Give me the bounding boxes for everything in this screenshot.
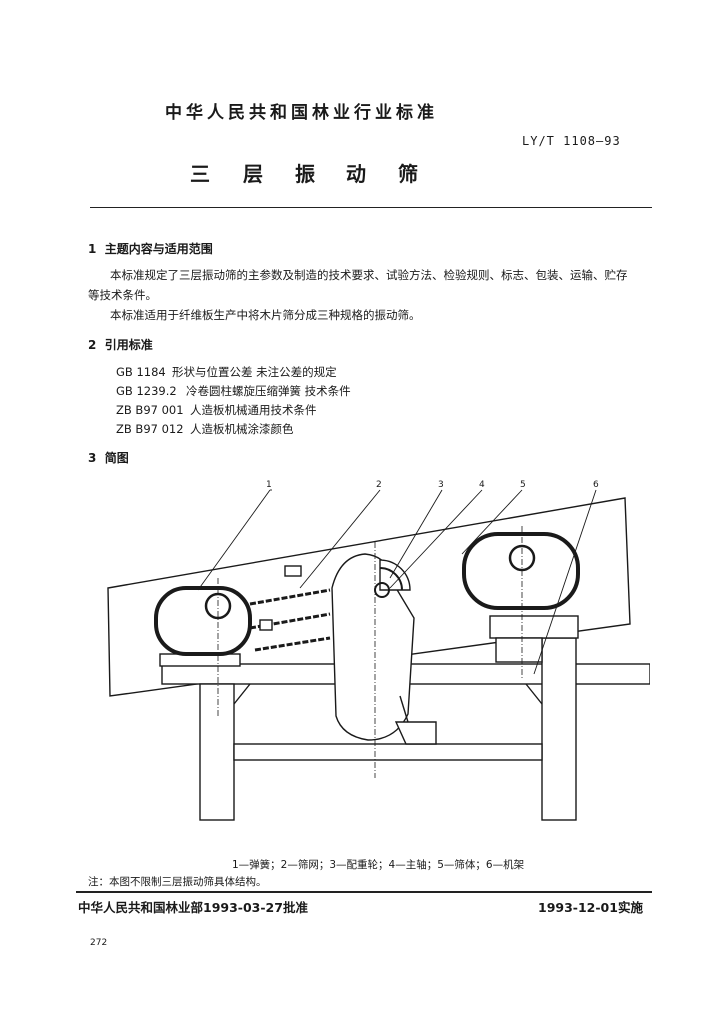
callout-label: 5 bbox=[520, 480, 526, 490]
frame-leg-right bbox=[541, 637, 577, 821]
reference-item: ZB B97 001 人造板机械通用技术条件 bbox=[116, 402, 317, 418]
callout-label: 4 bbox=[479, 480, 485, 490]
implementation-date: 1993-12-01实施 bbox=[538, 900, 643, 915]
callout-label: 2 bbox=[376, 480, 382, 490]
frame-brace bbox=[525, 683, 543, 705]
reference-item: ZB B97 012 人造板机械涂漆颜色 bbox=[116, 421, 294, 437]
bearing-link bbox=[399, 695, 409, 723]
title-char: 筛 bbox=[398, 162, 418, 186]
reference-name: 形状与位置公差 未注公差的规定 bbox=[172, 365, 337, 379]
deck-clamp bbox=[284, 565, 302, 577]
drive-housing bbox=[331, 553, 415, 741]
reference-item: GB 1239.2 冷卷圆柱螺旋压缩弹簧 技术条件 bbox=[116, 383, 351, 399]
reference-code: GB 1184 bbox=[116, 365, 166, 379]
section-number: 1 bbox=[88, 242, 97, 256]
reference-item: GB 1184 形状与位置公差 未注公差的规定 bbox=[116, 364, 337, 380]
footer-rule bbox=[76, 891, 652, 893]
leader-line bbox=[461, 489, 523, 555]
title-char: 动 bbox=[346, 162, 366, 186]
spring-support-right bbox=[495, 637, 543, 663]
section-title: 简图 bbox=[104, 451, 129, 465]
section-1-heading: 1 主题内容与适用范围 bbox=[88, 240, 213, 257]
frame-brace bbox=[233, 683, 251, 705]
spring-seat-right bbox=[489, 615, 579, 639]
paragraph: 本标准规定了三层振动筛的主参数及制造的技术要求、试验方法、检验规则、标志、包装、… bbox=[110, 268, 628, 282]
reference-name: 人造板机械通用技术条件 bbox=[190, 403, 317, 417]
section-3-heading: 3 简图 bbox=[88, 449, 129, 466]
standard-code: LY/T 1108—93 bbox=[522, 134, 621, 148]
title-char: 三 bbox=[190, 162, 210, 186]
figure-caption: 1—弹簧；2—筛网；3—配重轮；4—主轴；5—筛体；6—机架 bbox=[232, 859, 525, 871]
callout-label: 1 bbox=[266, 480, 272, 490]
spring-left bbox=[154, 586, 252, 656]
section-2-heading: 2 引用标准 bbox=[88, 336, 153, 353]
deck-clamp bbox=[259, 619, 273, 631]
header-rule bbox=[90, 207, 652, 208]
title-char: 振 bbox=[295, 162, 315, 186]
leader-line bbox=[299, 489, 381, 589]
section-title: 主题内容与适用范围 bbox=[104, 242, 213, 256]
reference-name: 冷卷圆柱螺旋压缩弹簧 技术条件 bbox=[186, 384, 351, 398]
standard-org-heading: 中华人民共和国林业行业标准 bbox=[165, 103, 438, 123]
callout-label: 6 bbox=[593, 480, 599, 490]
approval-line: 中华人民共和国林业部1993-03-27批准 bbox=[78, 900, 308, 915]
screen-body-outline bbox=[107, 497, 631, 697]
leader-line bbox=[197, 489, 271, 591]
paragraph: 等技术条件。 bbox=[88, 288, 157, 302]
page-number: 272 bbox=[90, 938, 108, 948]
section-number: 3 bbox=[88, 451, 97, 465]
bearing-block bbox=[394, 721, 437, 745]
screen-deck-top bbox=[249, 588, 331, 606]
figure-note: 注：本图不限制三层振动筛具体结构。 bbox=[88, 876, 267, 888]
title-char: 层 bbox=[243, 162, 263, 186]
callout-label: 3 bbox=[438, 480, 444, 490]
reference-code: ZB B97 001 bbox=[116, 403, 184, 417]
leader-line bbox=[389, 489, 443, 579]
reference-name: 人造板机械涂漆颜色 bbox=[190, 422, 294, 436]
leader-line bbox=[389, 489, 483, 589]
reference-code: ZB B97 012 bbox=[116, 422, 184, 436]
section-number: 2 bbox=[88, 338, 97, 352]
reference-code: GB 1239.2 bbox=[116, 384, 177, 398]
section-title: 引用标准 bbox=[104, 338, 153, 352]
paragraph: 本标准适用于纤维板生产中将木片筛分成三种规格的振动筛。 bbox=[110, 308, 421, 322]
counterweight-rim bbox=[379, 567, 403, 591]
screen-deck-bottom bbox=[254, 636, 331, 652]
vibrating-screen-diagram: 1 2 3 4 5 6 bbox=[107, 480, 650, 821]
frame-lower-beam bbox=[233, 743, 543, 761]
frame-leg-left bbox=[199, 683, 235, 821]
leader-line bbox=[533, 489, 597, 675]
